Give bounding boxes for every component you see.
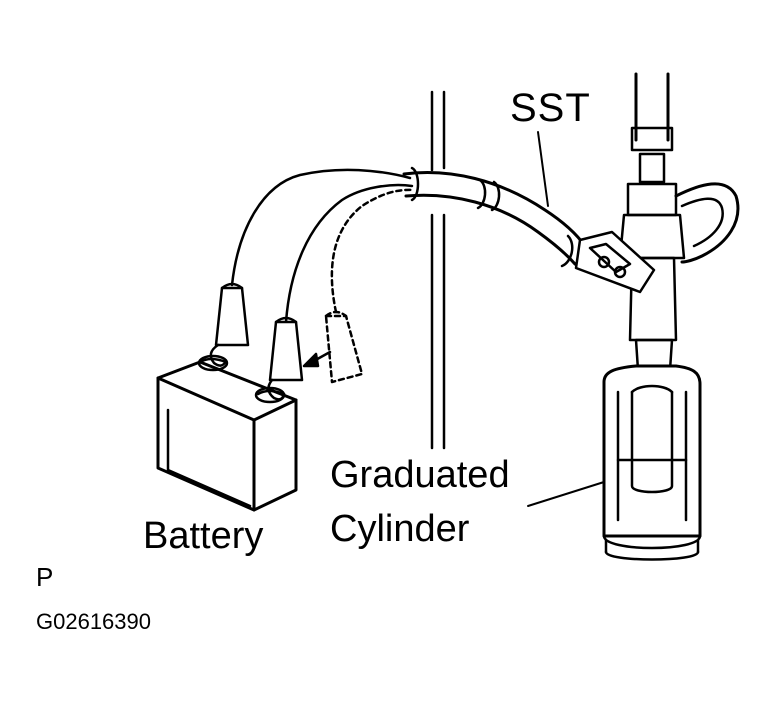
battery-label: Battery	[143, 515, 264, 557]
injector-connector	[574, 230, 656, 294]
page-marker: P	[36, 562, 54, 592]
cylinder-label: Cylinder	[330, 508, 470, 550]
sst-label: SST	[510, 86, 591, 130]
divider-post	[430, 90, 446, 450]
sst-harness	[402, 166, 587, 268]
sst-leader-line	[537, 131, 549, 207]
hose-clamp	[674, 182, 740, 264]
graduated-cylinder-leader-line	[527, 481, 605, 507]
graduated-label: Graduated	[330, 454, 510, 496]
wire-leads	[230, 168, 416, 324]
arrow-icon	[302, 350, 332, 368]
injector-body	[618, 182, 686, 397]
clip-connector-3-dashed	[324, 310, 364, 384]
graduated-cylinder	[602, 364, 702, 561]
clip-connector-2	[267, 316, 304, 401]
clip-connector-1	[209, 282, 250, 367]
figure-code: G02616390	[36, 609, 151, 634]
fuel-hose	[630, 72, 674, 184]
